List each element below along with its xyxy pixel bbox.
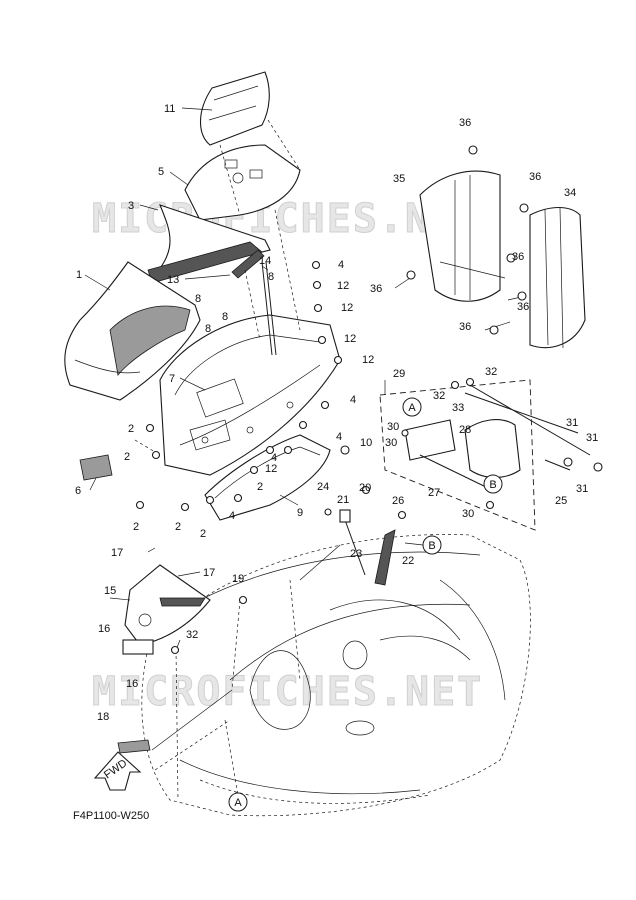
part-label-p1: 1 bbox=[76, 269, 82, 281]
svg-text:B: B bbox=[489, 479, 496, 491]
part-label-p30b: 30 bbox=[385, 437, 397, 449]
part-label-p35: 35 bbox=[393, 173, 405, 185]
part-label-p5: 5 bbox=[158, 166, 164, 178]
part-label-p16a: 16 bbox=[98, 623, 110, 635]
part-label-p36d: 36 bbox=[512, 251, 524, 263]
part-label-p2e: 2 bbox=[200, 528, 206, 540]
part-11-top-cover bbox=[200, 71, 270, 146]
part-label-p2b: 2 bbox=[124, 451, 130, 463]
svg-text:A: A bbox=[234, 797, 242, 809]
part-label-p4e: 4 bbox=[271, 452, 277, 464]
part-label-p36a: 36 bbox=[459, 117, 471, 129]
fasteners bbox=[135, 145, 603, 655]
part-label-p4b: 4 bbox=[350, 394, 356, 406]
part-label-p27: 29 bbox=[393, 368, 405, 380]
part-6-pad bbox=[79, 454, 113, 481]
bracket-assembly bbox=[379, 379, 591, 531]
part-label-p3: 3 bbox=[128, 200, 134, 212]
part-label-p36f: 36 bbox=[459, 321, 471, 333]
part-label-p4c: 4 bbox=[336, 431, 342, 443]
part-label-p9: 9 bbox=[297, 507, 303, 519]
part-label-p12d: 12 bbox=[362, 354, 374, 366]
part-label-p19: 19 bbox=[232, 573, 244, 585]
part-label-p7: 7 bbox=[169, 373, 175, 385]
part-label-p12a: 12 bbox=[337, 280, 349, 292]
part-label-p17a: 17 bbox=[111, 547, 123, 559]
part-label-p28: 28 bbox=[459, 424, 471, 436]
part-label-p32b: 32 bbox=[433, 390, 445, 402]
part-label-p2f: 2 bbox=[257, 481, 263, 493]
part-label-p15: 15 bbox=[104, 585, 116, 597]
part-label-p30c: 30 bbox=[462, 508, 474, 520]
part-label-p8a: 8 bbox=[268, 271, 274, 283]
svg-text:B: B bbox=[428, 540, 435, 552]
part-label-p25: 25 bbox=[555, 495, 567, 507]
hull-deck bbox=[141, 534, 531, 817]
part-16-clip bbox=[122, 639, 154, 655]
part-label-p22: 21 bbox=[337, 494, 349, 506]
part-label-p34: 34 bbox=[564, 187, 576, 199]
part-label-p33: 32 bbox=[186, 629, 198, 641]
part-label-p4a: 4 bbox=[338, 259, 344, 271]
part-label-p36c: 36 bbox=[370, 283, 382, 295]
part-1-cowl bbox=[64, 261, 201, 401]
part-label-p20: 20 bbox=[359, 482, 371, 494]
part-18-strip bbox=[117, 739, 151, 754]
part-label-p8b: 8 bbox=[195, 293, 201, 305]
part-label-p16b: 16 bbox=[126, 678, 138, 690]
part-label-p24: 24 bbox=[317, 481, 329, 493]
part-13-spring bbox=[231, 249, 265, 279]
part-label-p36e: 36 bbox=[517, 301, 529, 313]
svg-text:A: A bbox=[408, 402, 416, 414]
part-label-p36b: 36 bbox=[529, 171, 541, 183]
callout-b-lower: B bbox=[422, 535, 442, 555]
part-label-p31a: 31 bbox=[566, 417, 578, 429]
part-label-p17b: 17 bbox=[203, 567, 215, 579]
part-label-p32a: 32 bbox=[485, 366, 497, 378]
part-label-p26: 26 bbox=[392, 495, 404, 507]
callout-b-upper: B bbox=[483, 474, 503, 494]
part-21-damper bbox=[374, 529, 396, 586]
callout-a-upper: A bbox=[402, 397, 422, 417]
part-34-side-panel bbox=[529, 206, 586, 349]
part-label-p30a: 30 bbox=[387, 421, 399, 433]
leader-lines bbox=[84, 107, 526, 801]
watermark-top: MICROFICHES.NET bbox=[92, 196, 483, 242]
part-label-p2c: 2 bbox=[133, 521, 139, 533]
part-label-p32c: 33 bbox=[452, 402, 464, 414]
part-label-p10: 10 bbox=[360, 437, 372, 449]
part-label-p12e: 12 bbox=[265, 463, 277, 475]
part-label-p8d: 8 bbox=[205, 323, 211, 335]
part-label-p21: 22 bbox=[402, 555, 414, 567]
part-35-side-panel bbox=[419, 170, 501, 302]
part-label-p13: 13 bbox=[167, 274, 179, 286]
part-label-p2d: 2 bbox=[175, 521, 181, 533]
callout-a-lower: A bbox=[228, 792, 248, 812]
part-label-p31b: 31 bbox=[586, 432, 598, 444]
part-label-p12c: 12 bbox=[344, 333, 356, 345]
part-5-upper-panel bbox=[184, 144, 301, 221]
part-label-p18: 18 bbox=[97, 711, 109, 723]
diagram-code: F4P1100-W250 bbox=[73, 810, 149, 822]
part-14-rod bbox=[261, 261, 277, 356]
part-label-p6: 6 bbox=[75, 485, 81, 497]
part-label-p31c: 31 bbox=[576, 483, 588, 495]
part-22-23-bolt bbox=[339, 509, 366, 576]
part-3-mesh bbox=[147, 204, 271, 284]
part-label-p8c: 8 bbox=[222, 311, 228, 323]
part-label-p29: 27 bbox=[428, 487, 440, 499]
part-label-p2a: 2 bbox=[128, 423, 134, 435]
fwd-arrow: FWD bbox=[93, 751, 142, 791]
part-label-p4d: 4 bbox=[229, 510, 235, 522]
part-number-labels: 11 5 3 1 13 14 8 8 8 8 7 4 12 12 12 12 4… bbox=[75, 103, 598, 723]
part-label-p12b: 12 bbox=[341, 302, 353, 314]
part-label-p11: 11 bbox=[164, 103, 175, 115]
watermark-bottom: MICROFICHES.NET bbox=[92, 669, 483, 715]
part-label-p14: 14 bbox=[259, 255, 271, 267]
part-label-p23: 23 bbox=[350, 548, 362, 560]
